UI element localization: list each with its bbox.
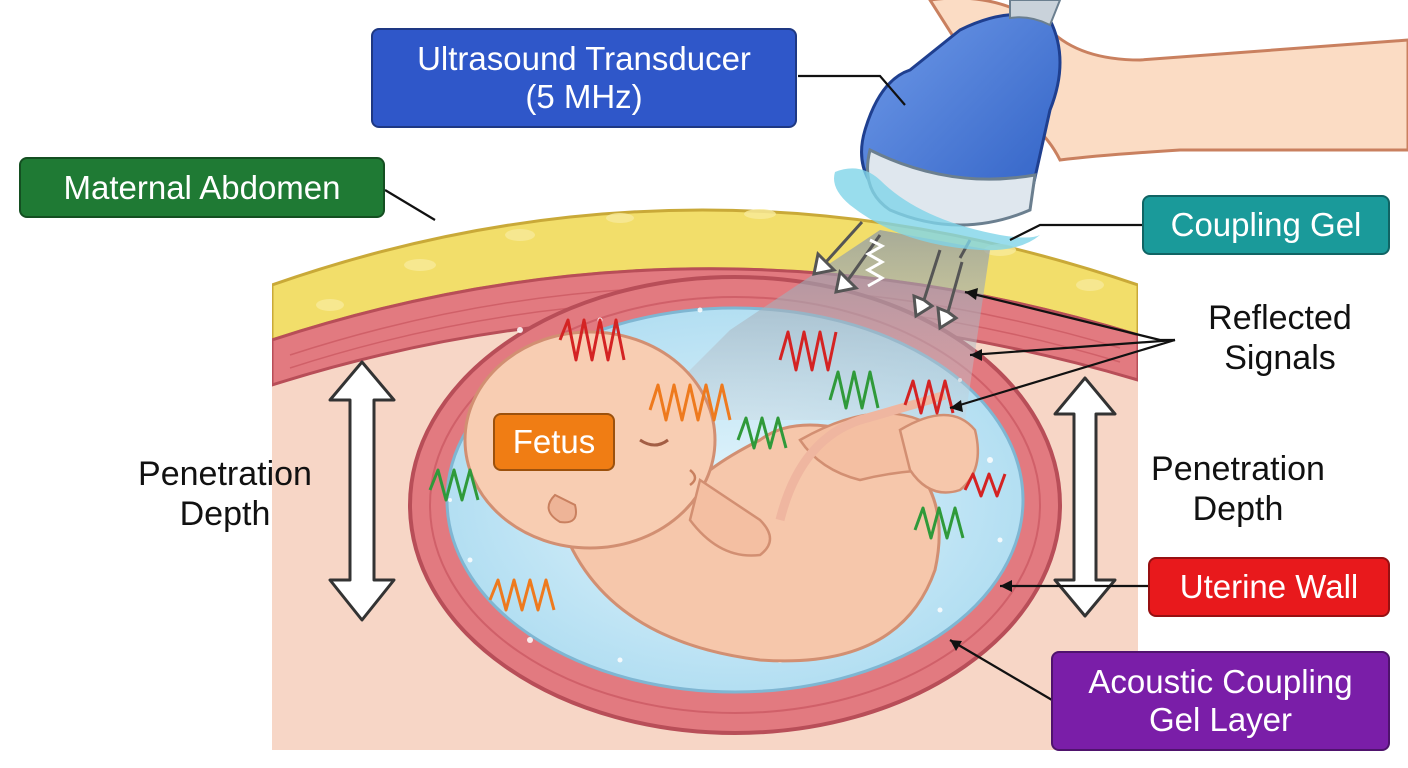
penetration-right-line2: Depth xyxy=(1192,490,1284,528)
penetration-depth-left-label: Penetration Depth xyxy=(115,454,335,534)
penetration-left-line2: Depth xyxy=(179,495,271,533)
acoustic-gel-layer-label: Acoustic Coupling Gel Layer xyxy=(1051,651,1390,751)
coupling-gel-label: Coupling Gel xyxy=(1142,195,1390,255)
acoustic-gel-line1: Acoustic Coupling xyxy=(1088,663,1353,700)
acoustic-gel-line2: Gel Layer xyxy=(1148,701,1293,738)
reflected-signals-line1: Reflected xyxy=(1208,299,1352,337)
maternal-abdomen-text: Maternal Abdomen xyxy=(63,168,341,206)
transducer-label: Ultrasound Transducer (5 MHz) xyxy=(371,28,797,128)
uterine-wall-label: Uterine Wall xyxy=(1148,557,1390,617)
coupling-gel-text: Coupling Gel xyxy=(1170,206,1362,243)
maternal-abdomen-label: Maternal Abdomen xyxy=(19,157,385,218)
fetus-label: Fetus xyxy=(493,413,615,471)
ultrasound-beam xyxy=(640,230,990,420)
coupling-gel-blob xyxy=(834,168,1040,251)
reflected-signals-label: Reflected Signals xyxy=(1180,298,1380,378)
penetration-right-line1: Penetration xyxy=(1151,450,1325,488)
emitted-pulse-arrows xyxy=(812,220,972,331)
transducer-label-line1: Ultrasound Transducer xyxy=(417,40,751,77)
leader-arrowheads xyxy=(950,288,1012,651)
transducer-label-line2: (5 MHz) xyxy=(525,78,643,115)
pulse-wave xyxy=(864,238,886,288)
penetration-left-line1: Penetration xyxy=(138,455,312,493)
reflected-signals-line2: Signals xyxy=(1224,339,1336,377)
uterine-wall-text: Uterine Wall xyxy=(1179,568,1359,605)
penetration-depth-right-label: Penetration Depth xyxy=(1128,449,1348,529)
leader-lines xyxy=(384,74,1176,701)
fetus-text: Fetus xyxy=(512,423,596,460)
double-arrow-icon xyxy=(328,360,1117,622)
fat-texture xyxy=(316,209,1104,311)
sound-waves xyxy=(428,318,1007,612)
